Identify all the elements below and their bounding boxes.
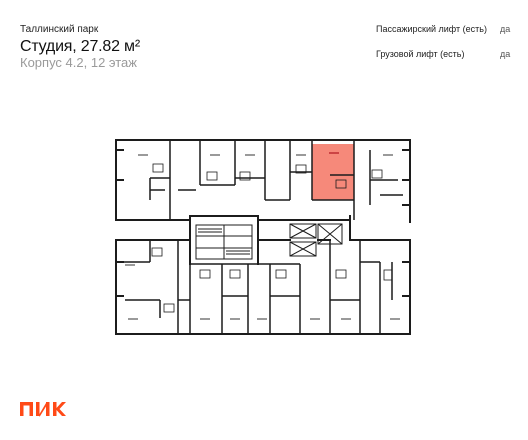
building-info: Корпус 4.2, 12 этаж <box>20 55 137 70</box>
feature-label: Грузовой лифт (есть) <box>376 49 465 59</box>
feature-passenger-lift: Пассажирский лифт (есть) да <box>376 24 510 34</box>
feature-value: да <box>500 24 511 34</box>
feature-freight-lift: Грузовой лифт (есть) да <box>376 49 510 59</box>
feature-value: да <box>500 49 511 59</box>
pik-logo <box>20 402 66 417</box>
apartment-title: Студия, 27.82 м² <box>20 38 140 55</box>
feature-label: Пассажирский лифт (есть) <box>376 24 487 34</box>
complex-name: Таллинский парк <box>20 24 99 35</box>
